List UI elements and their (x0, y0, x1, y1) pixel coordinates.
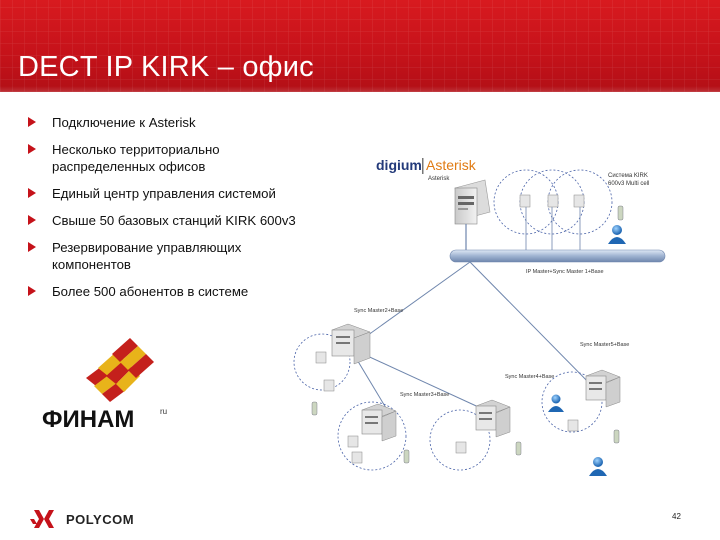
kirk-label-line1: Система KIRK (608, 173, 648, 179)
finam-logo: ФИНАМ ru (36, 330, 186, 440)
bullet-item: Единый центр управления системой (28, 185, 318, 202)
user-icon (589, 457, 607, 476)
base-station-icon-group (520, 195, 584, 207)
bullet-text: Резервирование управляющих компонентов (52, 240, 241, 272)
finam-emblem-icon (86, 338, 154, 402)
base-station-icon (316, 352, 326, 363)
bullet-item: Несколько территориально распределенных … (28, 141, 318, 175)
page-number: 42 (672, 512, 681, 521)
label-master2: Sync Master2+Base (354, 308, 403, 314)
asterisk-server-icon (455, 180, 490, 224)
bullet-list: Подключение к Asterisk Несколько террито… (28, 114, 318, 310)
bullet-arrow-icon (28, 188, 36, 198)
server-label: Asterisk (428, 176, 450, 182)
polycom-emblem-icon (30, 506, 58, 532)
bullet-item: Более 500 абонентов в системе (28, 283, 318, 300)
bullet-text: Несколько территориально распределенных … (52, 142, 220, 174)
bullet-arrow-icon (28, 242, 36, 252)
bullet-arrow-icon (28, 117, 36, 127)
dect-phone-icon (312, 402, 317, 415)
finam-wordmark: ФИНАМ (42, 406, 134, 433)
bullet-item: Резервирование управляющих компонентов (28, 239, 318, 273)
header-bar: DECT IP KIRK – офис (0, 0, 720, 92)
network-diagram: digium Asterisk Asterisk Система KIRK 60… (290, 140, 710, 500)
user-icon (548, 395, 564, 413)
asterisk-logo-text: Asterisk (426, 157, 477, 173)
sync-master-server-icon (476, 400, 510, 437)
digium-asterisk-logo: digium Asterisk (376, 157, 477, 174)
polycom-wordmark: POLYCOM (66, 512, 134, 527)
dect-phone-icon (404, 450, 409, 463)
base-station-icon (324, 380, 334, 391)
bullet-arrow-icon (28, 215, 36, 225)
bullet-text: Единый центр управления системой (52, 186, 276, 201)
sync-master-server-icon (362, 404, 396, 441)
label-master3: Sync Master3+Base (400, 392, 449, 398)
bullet-item: Свыше 50 базовых станций KIRK 600v3 (28, 212, 318, 229)
dect-phone-icon (614, 430, 619, 443)
sync-master-server-icon (586, 370, 620, 407)
sync-master-server-icon (332, 324, 370, 364)
bullet-arrow-icon (28, 286, 36, 296)
bullet-arrow-icon (28, 144, 36, 154)
user-icon (608, 225, 626, 244)
dect-phone-icon (618, 206, 623, 220)
finam-suffix: ru (160, 407, 167, 416)
label-master1: IP Master+Sync Master 1+Base (526, 269, 604, 275)
kirk-label-line2: 600v3 Multi cell (608, 181, 649, 187)
bullet-text: Подключение к Asterisk (52, 115, 196, 130)
dect-phone-icon (516, 442, 521, 455)
bullet-text: Свыше 50 базовых станций KIRK 600v3 (52, 213, 296, 228)
slide-title: DECT IP KIRK – офис (18, 50, 314, 84)
network-bus (450, 250, 665, 262)
polycom-logo: POLYCOM (30, 506, 160, 532)
bullet-item: Подключение к Asterisk (28, 114, 318, 131)
digium-logo-text: digium (376, 157, 422, 173)
bullet-text: Более 500 абонентов в системе (52, 284, 248, 299)
label-master5: Sync Master5+Base (580, 342, 629, 348)
label-master4: Sync Master4+Base (505, 374, 554, 380)
network-links (350, 262, 598, 410)
